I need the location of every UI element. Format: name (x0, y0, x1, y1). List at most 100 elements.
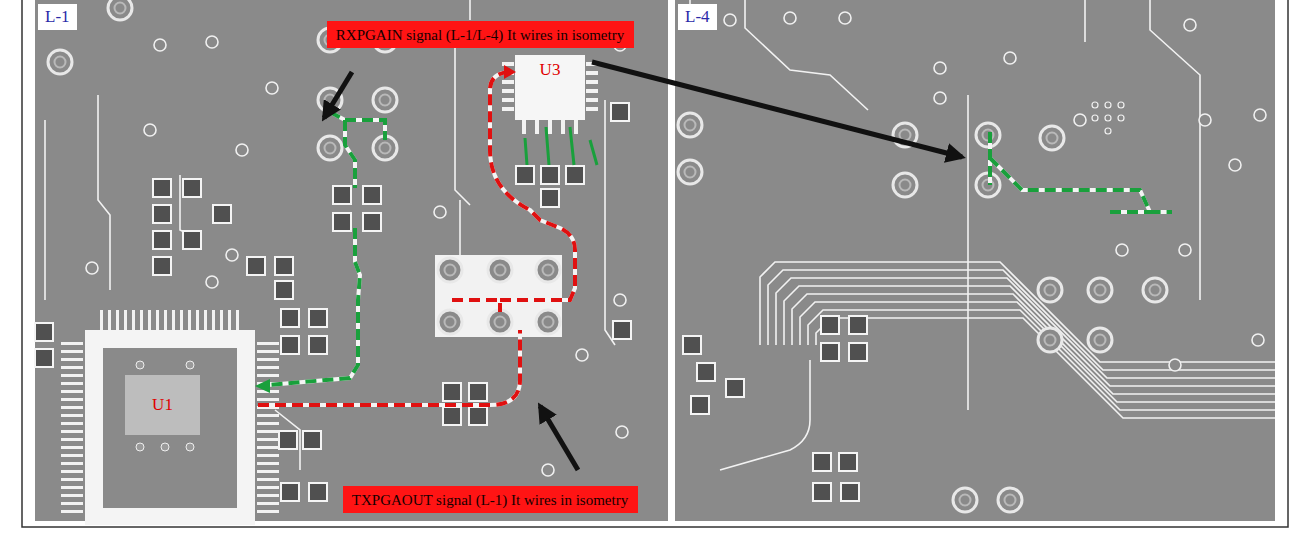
via (1040, 126, 1064, 150)
trace (455, 40, 470, 205)
pad (566, 166, 584, 184)
bus-trace (784, 286, 1275, 386)
small-via (784, 12, 796, 24)
arrowhead (504, 65, 516, 79)
trace (605, 100, 615, 345)
trace-highlight (258, 72, 575, 405)
thermal-pad (125, 375, 200, 435)
trace-group (690, 0, 1275, 470)
pad (813, 483, 831, 501)
pad-group (683, 316, 867, 501)
small-via (616, 426, 628, 438)
small-via (614, 294, 626, 306)
trace (268, 112, 385, 385)
trace (990, 132, 1172, 212)
trace (98, 95, 110, 290)
callout-text: RXPGAIN signal (L-1/L-4) It wires in iso… (336, 26, 624, 44)
pad (691, 396, 709, 414)
micro-via (1105, 102, 1111, 108)
small-via (1254, 109, 1266, 121)
via-clearance (435, 255, 562, 337)
via (1038, 278, 1062, 302)
via-array (1092, 102, 1124, 134)
via (998, 488, 1022, 512)
txpgaout-trace (258, 65, 575, 405)
package-outline (85, 330, 255, 525)
small-via (1184, 19, 1196, 31)
small-via (226, 249, 238, 261)
trace-highlight (268, 112, 385, 385)
bus-trace (792, 294, 1275, 394)
via (438, 310, 462, 334)
pad (839, 453, 857, 471)
pad (821, 316, 839, 334)
pad (333, 186, 351, 204)
small-via (206, 36, 218, 48)
via (488, 310, 512, 334)
trace (459, 200, 461, 258)
pad (849, 343, 867, 361)
via (48, 50, 72, 74)
bus-trace (808, 310, 1275, 410)
leader-arrows (324, 62, 962, 470)
micro-via (1118, 115, 1124, 121)
via (953, 488, 977, 512)
callout-text: TXPGAOUT signal (L-1) It wires in isomet… (352, 491, 628, 509)
via (678, 160, 702, 184)
small-via (839, 12, 851, 24)
small-via (1004, 52, 1016, 64)
pad (613, 321, 631, 339)
pad (541, 189, 559, 207)
pad (303, 431, 321, 449)
pad (333, 213, 351, 231)
small-via (1229, 159, 1241, 171)
via (1038, 328, 1062, 352)
thermal-via (161, 443, 169, 451)
small-via (144, 124, 156, 136)
small-via (1116, 244, 1128, 256)
ic-package: U3 (515, 56, 585, 84)
pin-row (100, 310, 240, 330)
so8-package (508, 55, 592, 127)
layer-panel: L-1RXPGAIN signal (L-1/L-4) It wires in … (35, 0, 668, 521)
via (108, 0, 132, 20)
small-via (206, 276, 218, 288)
pad (443, 407, 461, 425)
pin-row (257, 342, 279, 516)
small-via (236, 144, 248, 156)
via-group (678, 12, 1266, 512)
package-body (103, 348, 237, 508)
via-group (48, 0, 628, 476)
leader-arrow (540, 406, 578, 470)
pad (309, 309, 327, 327)
trace (1150, 0, 1200, 300)
via (488, 258, 512, 282)
bus-trace (776, 278, 1275, 378)
bus-trace (760, 262, 1275, 362)
pad (35, 349, 53, 367)
pad (469, 407, 487, 425)
micro-via (1105, 115, 1111, 121)
pad (281, 309, 299, 327)
pad (363, 213, 381, 231)
small-via (434, 206, 446, 218)
pad (683, 336, 701, 354)
pad (309, 336, 327, 354)
trace-highlight (990, 132, 1172, 212)
small-via (542, 464, 554, 476)
part-reference: U3 (540, 60, 561, 80)
leader-arrow (592, 62, 962, 157)
pad (516, 166, 534, 184)
small-via (86, 262, 98, 274)
via (536, 258, 560, 282)
frame (22, 0, 1288, 527)
pad (309, 483, 327, 501)
package-outline (515, 55, 585, 120)
via (1088, 278, 1112, 302)
via (318, 136, 342, 160)
trace (44, 120, 46, 300)
trace-group (45, 0, 615, 470)
layer-name: L-4 (678, 4, 717, 30)
pad (35, 323, 53, 341)
